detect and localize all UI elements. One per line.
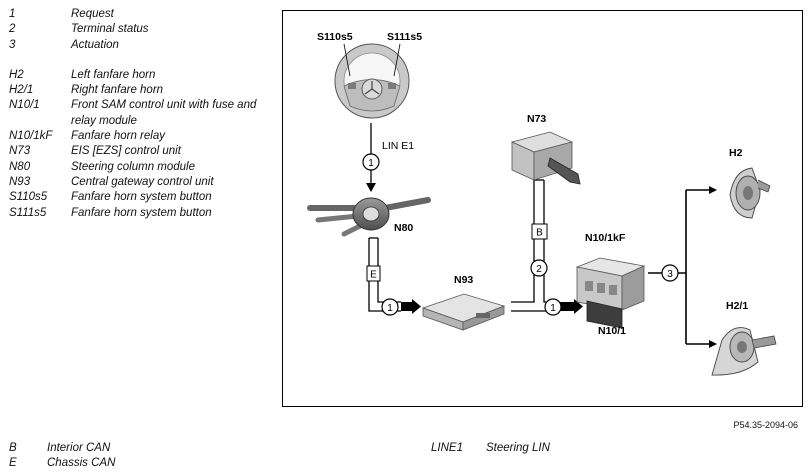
eis-control-unit-illustration [510,131,581,185]
bus-tag-b [531,223,548,240]
bus-tag-e-label: E [370,270,377,281]
legend-code: N93 [9,175,31,188]
s111s5-leader [393,43,401,77]
signal-circle-1-interior-label: 1 [550,303,556,314]
legend-desc: Front SAM control unit with fuse and rel… [71,99,257,127]
arrow-shaft-n93 [401,302,412,311]
abbreviation-code: B [9,442,17,454]
figure-reference: P54.35-2094-06 [733,420,798,430]
legend-desc: Fanfare horn relay [71,130,165,143]
legend-code: N10/1 [9,99,40,112]
legend-item: N10/1 Front SAM control unit with fuse an… [9,98,274,129]
signal-circle-1-chassis [381,298,399,316]
legend-code: S110s5 [9,191,48,204]
legend-code: N73 [9,145,31,158]
legend-item: N93 Central gateway control unit [9,175,274,190]
label-s110s5: S110s5 [317,31,353,43]
legend-code: H2/1 [9,84,34,97]
legend-item: N73 EIS [EZS] control unit [9,144,274,159]
abbreviation-desc: Interior CAN [47,442,111,454]
legend-code: N80 [9,160,31,173]
legend-desc: EIS [EZS] control unit [71,145,181,158]
arrow-head-n10 [574,299,583,314]
legend-desc: Fanfare horn system button [71,206,212,219]
central-gateway-illustration [421,293,506,331]
arrow-head-n93 [412,299,421,314]
legend-item: S111s5 Fanfare horn system button [9,206,274,221]
abbreviation-desc: Chassis CAN [47,457,116,469]
signal-circle-3-label: 3 [667,269,673,280]
legend-desc: Right fanfare horn [71,84,164,97]
abbreviation-code: E [9,457,17,469]
lin-arrow-head [366,183,376,192]
diagram-frame [282,10,803,407]
legend-desc: Steering column module [71,160,196,173]
arrow-shaft-n10 [560,302,574,311]
signal-circle-3 [661,264,679,282]
legend-item: S110s5 Fanfare horn system button [9,190,274,205]
legend-desc: Fanfare horn system button [71,191,212,204]
bus-tag-e [366,265,381,282]
legend-item: N80 Steering column module [9,160,274,175]
legend-code: N10/1kF [9,130,53,143]
label-h2-1: H2/1 [726,300,748,312]
signal-circle-1-chassis-label: 1 [387,303,393,314]
network-diagram: E B 1 1 1 2 3 S110s5 S111s5 LIN E1 N80 [307,31,777,376]
abbreviations-left: B Interior CAN E Chassis CAN [9,441,115,471]
legend-item: N10/1kF Fanfare horn relay [9,129,274,144]
label-n80: N80 [394,222,413,234]
legend-item: H2 Left fanfare horn [9,68,274,83]
abbreviation-desc: Steering LIN [486,442,550,454]
legend-code: 3 [9,38,16,51]
signal-circle-1-lin [362,153,380,171]
abbreviation-code: LINE1 [431,442,463,454]
legend-code: H2 [9,68,24,81]
legend-desc: Terminal status [71,23,149,36]
label-n93: N93 [454,274,473,286]
abbreviation-item: E Chassis CAN [9,456,115,471]
signal-circle-2-label: 2 [536,264,542,275]
label-n10-1: N10/1 [598,325,626,337]
legend-item: 3 Actuation [9,38,274,53]
arrow-head-h21 [709,340,717,348]
steering-column-module-illustration [307,197,431,237]
legend-desc: Central gateway control unit [71,175,214,188]
s110s5-leader [343,43,351,77]
sam-relay-module-illustration [575,257,646,329]
legend-item: 2 Terminal status [9,22,274,37]
legend-code: S111s5 [9,206,47,219]
label-lin-e1: LIN E1 [382,140,414,152]
label-h2: H2 [729,147,743,159]
signal-circle-2 [530,259,548,277]
steering-wheel-illustration [334,43,410,119]
legend-item: H2/1 Right fanfare horn [9,83,274,98]
legend-desc: Left fanfare horn [71,68,156,81]
arrow-head-h2 [709,186,717,194]
horn-actuation-line [648,189,709,345]
legend: 1 Request 2 Terminal status 3 Actuation H2 L… [9,7,274,221]
legend-item: 1 Request [9,7,274,22]
legend-code: 2 [9,23,16,36]
legend-desc: Actuation [71,38,119,51]
legend-code: 1 [9,8,16,20]
label-s111s5: S111s5 [387,31,422,43]
label-n10-1kf: N10/1kF [585,232,626,244]
abbreviations-right: LINE1 Steering LIN [431,441,550,456]
left-horn-illustration [729,167,771,219]
bus-tag-b-label: B [536,228,543,239]
signal-circle-1-interior [544,298,562,316]
signal-circle-1-lin-label: 1 [368,158,374,169]
abbreviation-item: B Interior CAN [9,441,115,456]
abbreviation-item: LINE1 Steering LIN [431,441,550,456]
right-horn-illustration [711,327,777,376]
interior-can-bus-line [511,179,560,312]
legend-desc: Request [71,8,114,20]
label-n73: N73 [527,113,546,125]
